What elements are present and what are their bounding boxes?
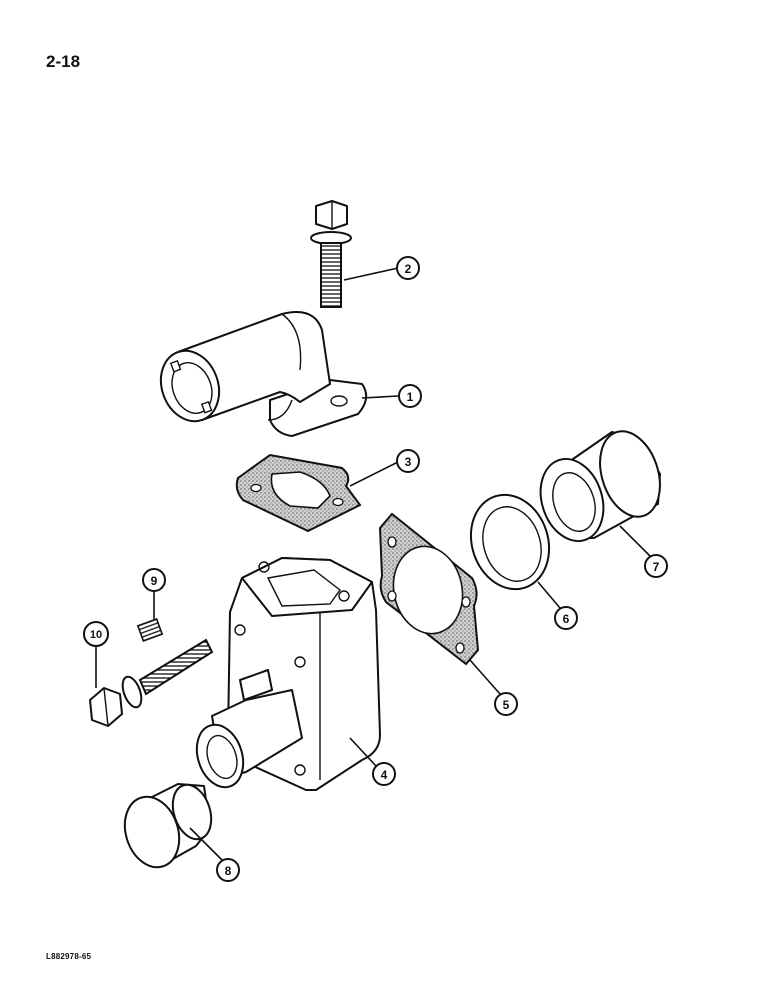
svg-text:7: 7 [653,560,660,574]
svg-text:8: 8 [225,864,232,878]
hex-bolt-part-10 [89,638,214,727]
figure-code: L882978-65 [46,952,92,961]
plug-cap-part-8 [123,783,213,869]
svg-text:2: 2 [405,262,412,276]
callout-2: 2 [396,256,420,280]
set-screw-part-9 [136,618,164,642]
sleeve-part-7 [539,430,661,543]
thermostat-housing-part-4 [195,557,381,791]
elbow-outlet-part-1 [159,311,368,437]
callout-3: 3 [396,449,420,473]
large-gasket-part-5 [378,512,480,666]
seal-ring-part-6 [469,493,551,591]
small-gasket-part-3 [235,453,362,533]
svg-text:9: 9 [151,574,158,588]
callout-10: 10 [83,621,109,647]
svg-text:5: 5 [503,698,510,712]
callout-6: 6 [554,606,578,630]
callout-4: 4 [372,762,396,786]
callout-9: 9 [142,568,166,592]
page-number: 2-18 [46,52,81,71]
callout-1: 1 [398,384,422,408]
callout-5: 5 [494,692,518,716]
svg-text:4: 4 [381,768,388,782]
svg-text:6: 6 [563,612,570,626]
callout-8: 8 [216,858,240,882]
callout-leaders [95,267,651,861]
svg-text:10: 10 [90,629,102,641]
bolt-part-2 [310,200,352,308]
callout-7: 7 [644,554,668,578]
svg-text:1: 1 [407,390,414,404]
svg-text:3: 3 [405,455,412,469]
